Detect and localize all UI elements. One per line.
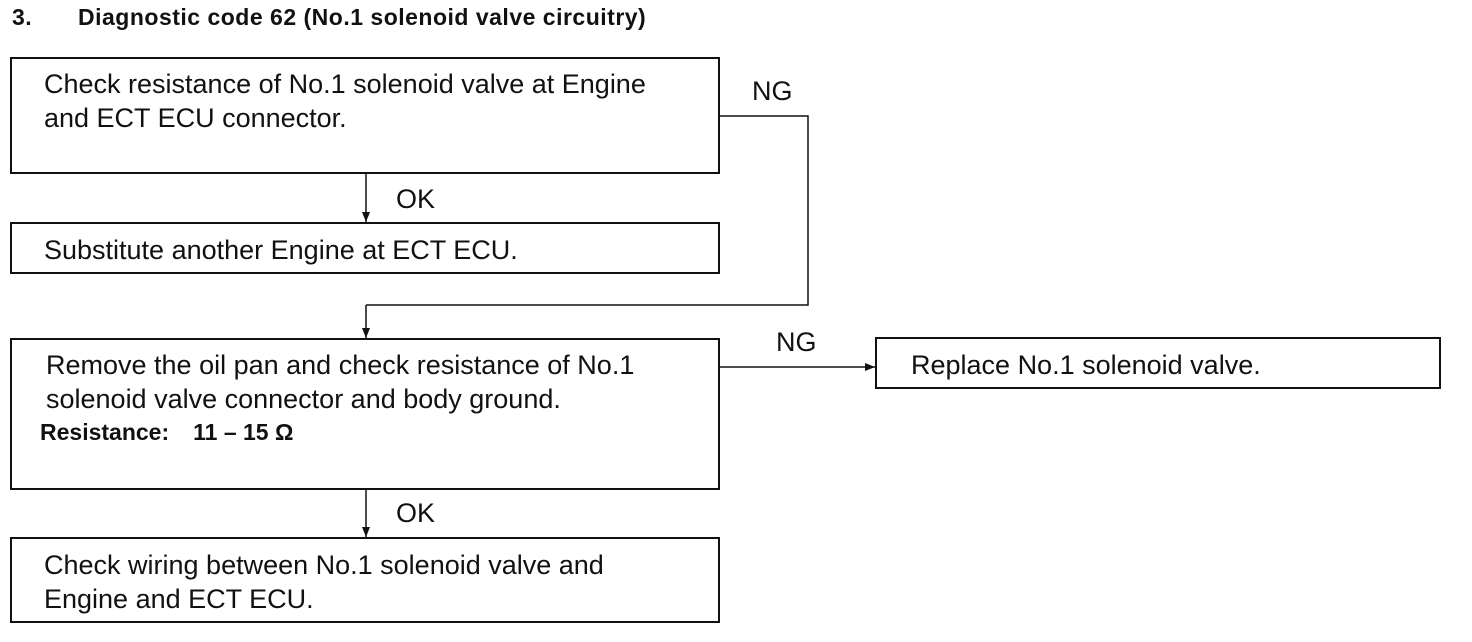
check-wiring-box: Check wiring between No.1 solenoid valve…	[10, 537, 720, 623]
resistance-label: Resistance:	[40, 419, 170, 445]
substitute-ecu-box: Substitute another Engine at ECT ECU.	[10, 222, 720, 274]
ng-path-check-to-remove	[366, 115, 809, 306]
page-title: 3. Diagnostic code 62 (No.1 solenoid valv…	[12, 4, 646, 31]
replace-solenoid-text: Replace No.1 solenoid valve.	[911, 350, 1261, 380]
check-resistance-text: Check resistance of No.1 solenoid valve …	[44, 69, 646, 133]
remove-oil-pan-box: Remove the oil pan and check resistance …	[10, 338, 720, 490]
check-wiring-text: Check wiring between No.1 solenoid valve…	[44, 550, 604, 614]
remove-oil-pan-text: Remove the oil pan and check resistance …	[46, 350, 635, 414]
ok-label-2: OK	[396, 498, 436, 528]
ok-label-1: OK	[396, 184, 436, 214]
section-number: 3.	[12, 4, 33, 30]
replace-solenoid-box: Replace No.1 solenoid valve.	[875, 337, 1441, 389]
substitute-ecu-text: Substitute another Engine at ECT ECU.	[44, 235, 518, 265]
section-title: Diagnostic code 62 (No.1 solenoid valve …	[78, 4, 647, 30]
resistance-spec: Resistance: 11 – 15 Ω	[40, 419, 718, 446]
ng-label-2: NG	[776, 327, 817, 357]
ng-label-1: NG	[752, 76, 793, 106]
resistance-value: 11 – 15 Ω	[193, 419, 294, 445]
check-resistance-box: Check resistance of No.1 solenoid valve …	[10, 57, 720, 174]
